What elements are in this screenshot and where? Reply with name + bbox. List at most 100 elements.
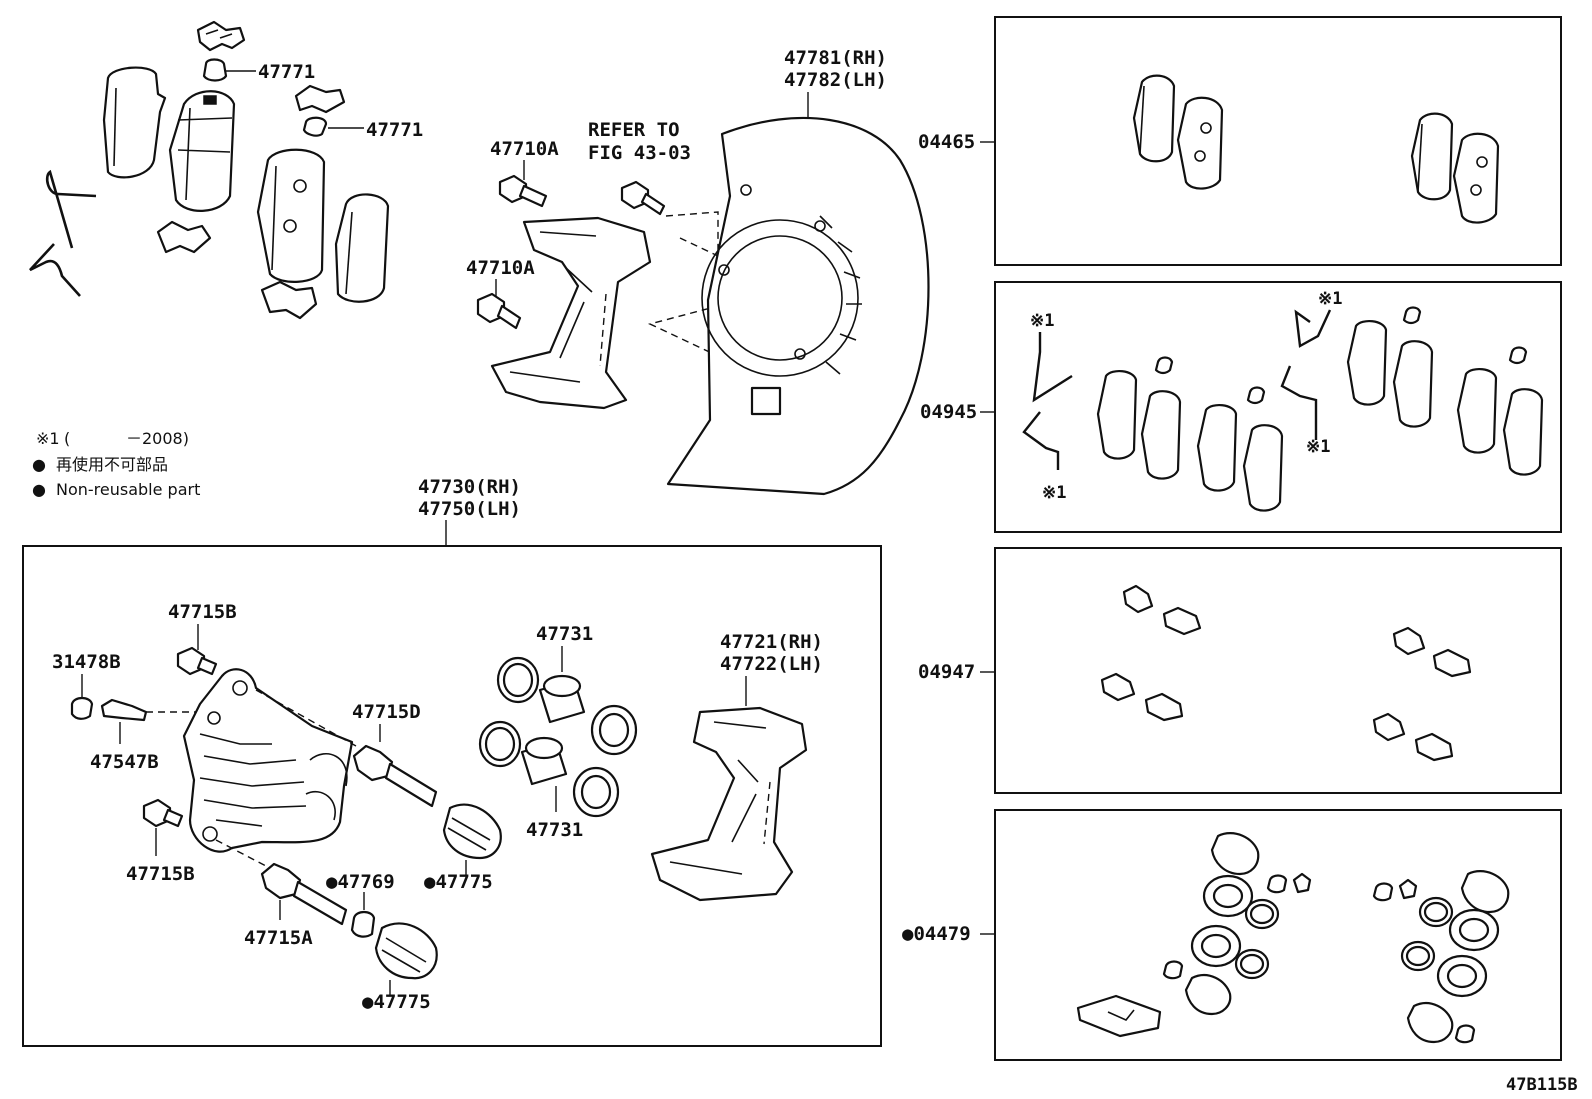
pad-wear-indicator-spring-lower[interactable] — [29, 243, 81, 297]
kit-04465-pad-right-2 — [1452, 132, 1500, 224]
kit-04479-ring-1 — [1244, 898, 1280, 930]
label-47715b-a[interactable]: 47715B — [168, 601, 237, 623]
caliper-bolt-lower[interactable] — [142, 798, 184, 828]
label-47730[interactable]: 47730(RH) — [418, 476, 521, 498]
piston-lower[interactable] — [478, 720, 568, 786]
kit-04945-spring-1 — [1032, 332, 1073, 403]
slide-bushing-boot-upper[interactable] — [442, 803, 502, 860]
kit-label-04945[interactable]: 04945 — [920, 401, 977, 423]
anti-rattle-clip-right-top[interactable] — [294, 84, 346, 114]
label-47731-a[interactable]: 47731 — [536, 623, 593, 645]
kit-04945-shim-1 — [1096, 370, 1138, 460]
kit-04947-clip-3 — [1100, 672, 1136, 702]
mounting-bolt-lower[interactable] — [476, 292, 522, 330]
kit-mark-3: ※1 — [1306, 437, 1330, 457]
label-47710a-a[interactable]: 47710A — [490, 138, 559, 160]
anti-rattle-clip-top[interactable] — [196, 20, 246, 52]
piston-seal-lower[interactable] — [572, 766, 620, 818]
kit-04947-clip-4 — [1144, 692, 1184, 722]
kit-label-04479[interactable]: ●04479 — [902, 923, 971, 945]
refer-line2[interactable]: FIG 43-03 — [588, 142, 691, 164]
piston-seal-upper[interactable] — [590, 704, 638, 756]
kit-04945-shim-8 — [1502, 388, 1544, 476]
kit-04945-plate-4 — [1508, 346, 1528, 365]
anti-squeal-shim-outer-left[interactable] — [102, 66, 167, 179]
label-47781[interactable]: 47781(RH) — [784, 47, 887, 69]
kit-04479-bushing-3 — [1372, 882, 1394, 902]
label-47715a[interactable]: 47715A — [244, 927, 313, 949]
kit-04479-seal-3 — [1448, 908, 1500, 952]
kit-04465-pad-left-1 — [1132, 74, 1176, 163]
kit-04479-bushing-1 — [1162, 960, 1184, 980]
kit-label-04947[interactable]: 04947 — [918, 661, 975, 683]
bushing[interactable] — [350, 910, 376, 938]
kit-04945-shim-3 — [1196, 404, 1238, 492]
disc-brake-dust-cover[interactable] — [666, 116, 930, 496]
anti-rattle-clip-right-bottom[interactable] — [260, 280, 318, 320]
kit-04947-clip-8 — [1414, 732, 1454, 762]
non-reusable-jp: 再使用不可部品 — [56, 455, 168, 474]
kit-04945-plate-3 — [1402, 306, 1422, 325]
disc-brake-pad-right[interactable] — [256, 148, 326, 283]
kit-04945-shim-2 — [1140, 390, 1182, 480]
anti-rattle-clip-left[interactable] — [156, 220, 212, 254]
slide-pin-lower[interactable] — [260, 862, 348, 926]
torque-plate-top[interactable] — [490, 216, 652, 410]
pad-support-plate-small-right[interactable] — [302, 116, 328, 137]
label-47771-b[interactable]: 47771 — [366, 119, 423, 141]
caliper-bolt-upper[interactable] — [176, 646, 218, 676]
kit-04945-shim-5 — [1346, 320, 1388, 406]
kit-04945-shim-6 — [1392, 340, 1434, 428]
mounting-bolt-upper[interactable] — [498, 174, 548, 208]
anti-squeal-shim-outer-right[interactable] — [334, 193, 390, 303]
label-47715b-b[interactable]: 47715B — [126, 863, 195, 885]
kit-04479-ring-4 — [1400, 940, 1436, 972]
pad-support-plate-small-top[interactable] — [202, 58, 228, 82]
disc-brake-pad-left[interactable] — [168, 90, 236, 212]
label-47775-a[interactable]: ●47775 — [424, 871, 493, 893]
kit-label-04465[interactable]: 04465 — [918, 131, 975, 153]
bullet-en: ● — [32, 480, 46, 499]
piston-upper[interactable] — [496, 656, 586, 724]
kit-04465-pad-right-1 — [1410, 112, 1454, 201]
slide-bushing-boot-lower[interactable] — [374, 922, 438, 980]
footnote-range: －2008) — [126, 429, 189, 448]
disc-brake-mounting[interactable] — [650, 706, 808, 902]
label-47710a-b[interactable]: 47710A — [466, 257, 535, 279]
label-47722[interactable]: 47722(LH) — [720, 653, 823, 675]
pad-wear-indicator-spring-upper[interactable] — [45, 169, 97, 249]
label-31478b[interactable]: 31478B — [52, 651, 121, 673]
bleeder-plug[interactable] — [100, 698, 148, 722]
kit-mark-4: ※1 — [1042, 483, 1066, 503]
kit-04479-grease-pack — [1076, 994, 1162, 1038]
label-47782[interactable]: 47782(LH) — [784, 69, 887, 91]
label-47547b[interactable]: 47547B — [90, 751, 159, 773]
kit-04947-clip-5 — [1392, 626, 1426, 656]
kit-04947-clip-7 — [1372, 712, 1406, 742]
label-47775-b[interactable]: ●47775 — [362, 991, 431, 1013]
kit-04479-plug-2 — [1398, 878, 1418, 900]
dust-cover-bolt[interactable] — [620, 180, 666, 216]
kit-04479-boot-2 — [1184, 974, 1232, 1016]
label-47731-b[interactable]: 47731 — [526, 819, 583, 841]
kit-04479-ring-2 — [1234, 948, 1270, 980]
kit-04479-seal-2 — [1190, 924, 1242, 968]
label-47769[interactable]: ●47769 — [326, 871, 395, 893]
caliper-assembly-box — [22, 545, 882, 1047]
label-47721[interactable]: 47721(RH) — [720, 631, 823, 653]
slide-pin-upper[interactable] — [352, 744, 438, 808]
kit-04945-shim-7 — [1456, 368, 1498, 454]
refer-line1[interactable]: REFER TO — [588, 119, 680, 141]
figure-code: 47B115B — [1506, 1075, 1578, 1095]
label-47750[interactable]: 47750(LH) — [418, 498, 521, 520]
kit-04947-clip-6 — [1432, 648, 1472, 678]
kit-04465-pad-left-2 — [1176, 96, 1224, 190]
bleeder-plug-cap[interactable] — [70, 696, 94, 720]
kit-box-04465 — [994, 16, 1562, 266]
disc-brake-cylinder[interactable] — [182, 668, 354, 853]
non-reusable-en: Non-reusable part — [56, 480, 200, 499]
label-47771-a[interactable]: 47771 — [258, 61, 315, 83]
kit-04479-bushing-4 — [1454, 1024, 1476, 1044]
label-47715d[interactable]: 47715D — [352, 701, 421, 723]
